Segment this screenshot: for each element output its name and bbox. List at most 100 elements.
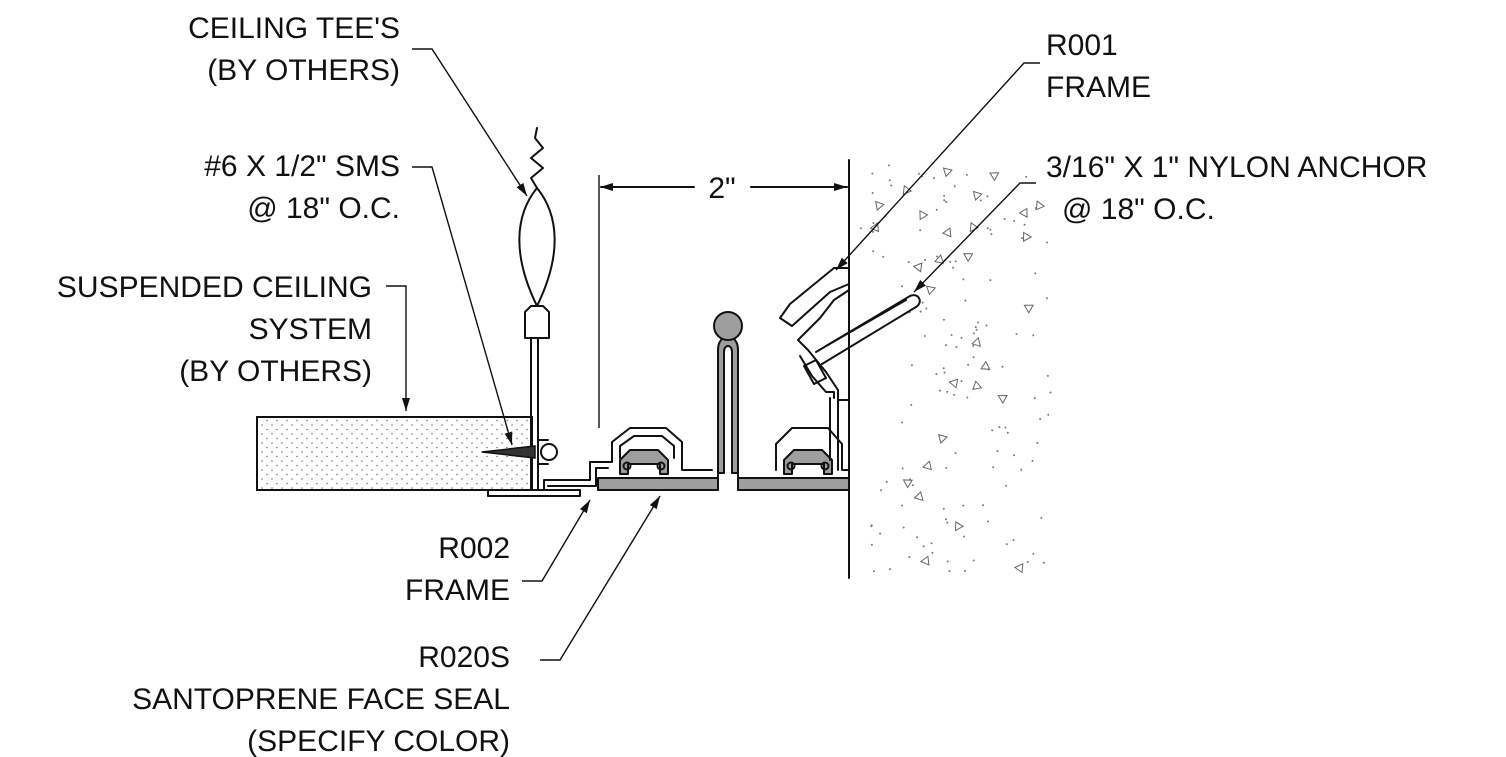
aggregate-dot	[998, 426, 1001, 429]
aggregate-stone	[997, 394, 1008, 404]
aggregate-dot	[872, 570, 875, 573]
aggregate-dot	[964, 299, 967, 302]
aggregate-dot	[1046, 374, 1049, 377]
svg-text:3/16" X 1" NYLON ANCHOR: 3/16" X 1" NYLON ANCHOR	[1046, 151, 1427, 184]
aggregate-dot	[922, 545, 925, 548]
aggregate-dot	[985, 324, 988, 327]
aggregate-dot	[1012, 539, 1015, 542]
aggregate-dot	[907, 261, 910, 263]
aggregate-dot	[992, 466, 995, 469]
aggregate-dot	[945, 518, 947, 521]
sms-screw	[481, 439, 558, 465]
aggregate-dot	[910, 404, 913, 406]
aggregate-dot	[921, 301, 924, 304]
aggregate-stone	[1023, 304, 1034, 314]
label-r020s: R020S SANTOPRENE FACE SEAL (SPECIFY COLO…	[132, 641, 510, 757]
r001-frame	[775, 267, 850, 471]
aggregate-dot	[991, 429, 994, 432]
svg-text:#6 X 1/2" SMS: #6 X 1/2" SMS	[204, 150, 400, 183]
aggregate-dot	[910, 364, 913, 367]
aggregate-dot	[901, 467, 904, 470]
aggregate-dot	[1042, 561, 1045, 564]
svg-text:SUSPENDED CEILING: SUSPENDED CEILING	[57, 271, 372, 304]
aggregate-dot	[1001, 365, 1004, 368]
aggregate-dot	[953, 393, 956, 396]
label-sms: #6 X 1/2" SMS @ 18" O.C.	[204, 150, 400, 225]
svg-text:SANTOPRENE FACE SEAL: SANTOPRENE FACE SEAL	[132, 683, 510, 716]
aggregate-stone	[902, 184, 913, 196]
aggregate-dot	[943, 371, 946, 374]
aggregate-stone	[972, 190, 983, 201]
svg-text:R020S: R020S	[418, 641, 510, 674]
svg-text:(BY OTHERS): (BY OTHERS)	[207, 54, 400, 87]
aggregate-stone	[875, 200, 885, 211]
aggregate-dot	[871, 172, 874, 175]
aggregate-dot	[1026, 561, 1029, 563]
aggregate-stone	[869, 221, 880, 233]
aggregate-dot	[945, 201, 948, 203]
aggregate-dot	[954, 452, 957, 455]
aggregate-dot	[916, 536, 919, 539]
aggregate-dot	[911, 484, 914, 487]
aggregate-stone	[941, 227, 952, 238]
aggregate-dot	[972, 332, 975, 335]
aggregate-dot	[989, 279, 992, 282]
svg-text:@ 18" O.C.: @ 18" O.C.	[247, 192, 400, 225]
aggregate-dot	[963, 535, 965, 538]
aggregate-dot	[924, 259, 926, 261]
svg-text:R001: R001	[1046, 29, 1118, 62]
aggregate-stone	[1022, 231, 1033, 242]
aggregate-dot	[1032, 552, 1035, 555]
aggregate-dot	[1004, 426, 1007, 429]
label-ceiling-tees: CEILING TEE'S (BY OTHERS)	[188, 12, 400, 87]
aggregate-dot	[943, 194, 946, 197]
aggregate-dot	[901, 504, 903, 507]
aggregate-dot	[960, 336, 963, 339]
aggregate-dot	[902, 526, 905, 529]
aggregate-dot	[872, 230, 874, 233]
aggregate-dot	[987, 520, 990, 523]
aggregate-dot	[974, 326, 977, 329]
aggregate-dot	[1015, 333, 1018, 335]
aggregate-dot	[871, 192, 874, 194]
aggregate-dot	[935, 208, 938, 211]
aggregate-dot	[919, 310, 922, 313]
aggregate-dot	[1031, 460, 1034, 462]
aggregate-dot	[942, 507, 945, 510]
suspended-ceiling-panel	[256, 416, 533, 491]
aggregate-stone	[919, 555, 930, 566]
aggregate-dot	[945, 344, 948, 347]
aggregate-dot	[885, 480, 888, 483]
aggregate-dot	[870, 543, 873, 546]
nylon-anchor	[815, 294, 921, 365]
aggregate-stone	[1035, 200, 1046, 211]
aggregate-dot	[918, 172, 920, 175]
aggregate-dot	[972, 344, 975, 347]
label-r001: R001 FRAME	[1046, 29, 1151, 104]
aggregate-dot	[954, 260, 957, 263]
aggregate-dot	[955, 346, 958, 348]
aggregate-dot	[931, 551, 934, 554]
aggregate-dot	[880, 489, 882, 492]
aggregate-stone	[954, 521, 965, 532]
aggregate-dot	[1040, 516, 1043, 519]
aggregate-dot	[946, 390, 949, 393]
aggregate-stone	[989, 172, 1000, 182]
aggregate-stone	[1018, 207, 1028, 218]
aggregate-dot	[972, 559, 975, 562]
aggregate-stone	[963, 253, 974, 263]
aggregate-stone	[919, 209, 929, 221]
aggregate-stone	[938, 433, 948, 444]
aggregate-dot	[889, 568, 892, 571]
aggregate-stone	[972, 380, 983, 391]
r020s-face-seal	[597, 311, 850, 491]
aggregate-dot	[870, 525, 873, 528]
aggregate-dot	[1036, 441, 1039, 444]
aggregate-dot	[952, 266, 954, 269]
aggregate-dot	[888, 179, 891, 182]
aggregate-dot	[948, 570, 951, 573]
aggregate-dot	[887, 164, 890, 167]
aggregate-dot	[943, 199, 946, 202]
aggregate-dot	[938, 389, 941, 392]
aggregate-dot	[901, 421, 903, 424]
